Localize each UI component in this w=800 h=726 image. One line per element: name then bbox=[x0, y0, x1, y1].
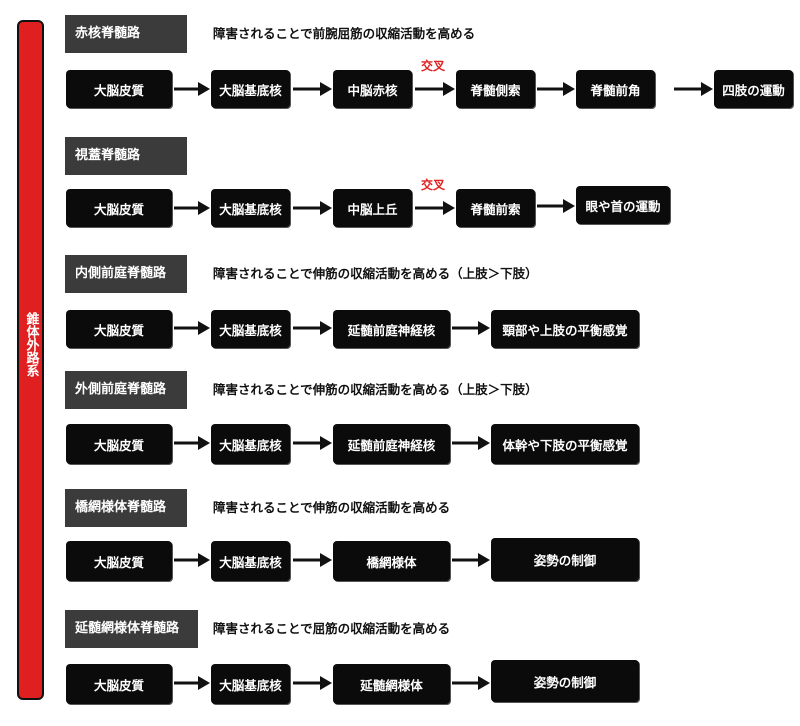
node-cerebral-cortex: 大脳皮質 bbox=[66, 541, 172, 581]
tract-description: 障害されることで伸筋の収縮活動を高める（上肢＞下肢） bbox=[213, 382, 538, 397]
node-basal-ganglia: 大脳基底核 bbox=[211, 70, 290, 108]
tract-description: 障害されることで伸筋の収縮活動を高める bbox=[213, 500, 451, 515]
arrow-icon bbox=[452, 436, 490, 450]
node-cerebral-cortex: 大脳皮質 bbox=[66, 310, 172, 348]
node-pontine-reticular-formation: 橋網様体 bbox=[333, 541, 450, 581]
node-basal-ganglia: 大脳基底核 bbox=[211, 664, 290, 704]
node-cerebral-cortex: 大脳皮質 bbox=[66, 189, 172, 227]
node-superior-colliculus: 中脳上丘 bbox=[333, 189, 412, 227]
tract-title-medullary-reticulospinal: 延髄網様体脊髄路 bbox=[65, 610, 198, 648]
extrapyramidal-system-bar: 錐体外路系 bbox=[17, 20, 44, 700]
arrow-icon bbox=[537, 82, 575, 96]
arrow-icon bbox=[415, 82, 455, 96]
node-cerebral-cortex: 大脳皮質 bbox=[66, 70, 172, 108]
node-basal-ganglia: 大脳基底核 bbox=[211, 310, 290, 348]
arrow-icon bbox=[293, 436, 332, 450]
arrow-icon bbox=[174, 201, 210, 215]
node-vestibular-nucleus: 延髄前庭神経核 bbox=[333, 424, 450, 464]
arrow-icon bbox=[537, 199, 575, 213]
crossing-label: 交叉 bbox=[421, 178, 446, 192]
arrow-icon bbox=[174, 321, 210, 335]
arrow-icon bbox=[174, 553, 210, 567]
tract-title-pontine-reticulospinal: 橋網様体脊髄路 bbox=[65, 489, 187, 527]
node-neck-upper-limb-balance: 頸部や上肢の平衡感覚 bbox=[491, 310, 639, 348]
arrow-icon bbox=[174, 82, 210, 96]
node-basal-ganglia: 大脳基底核 bbox=[211, 424, 290, 464]
arrow-icon bbox=[452, 553, 490, 567]
crossing-label: 交叉 bbox=[421, 59, 446, 73]
tract-title-rubrospinal: 赤核脊髄路 bbox=[65, 15, 187, 53]
arrow-icon bbox=[674, 82, 713, 96]
node-cerebral-cortex: 大脳皮質 bbox=[66, 664, 172, 704]
tract-description: 障害されることで伸筋の収縮活動を高める（上肢＞下肢） bbox=[213, 266, 538, 281]
sidebar-label: 錐体外路系 bbox=[23, 312, 39, 377]
arrow-icon bbox=[293, 676, 332, 690]
arrow-icon bbox=[452, 321, 490, 335]
arrow-icon bbox=[452, 676, 490, 690]
arrow-icon bbox=[293, 201, 332, 215]
tract-description: 障害されることで前腕屈筋の収縮活動を高める bbox=[213, 26, 476, 41]
node-basal-ganglia: 大脳基底核 bbox=[211, 189, 290, 227]
node-trunk-lower-limb-balance: 体幹や下肢の平衡感覚 bbox=[491, 424, 639, 464]
tract-title-lateral-vestibulospinal: 外側前庭脊髄路 bbox=[65, 371, 187, 409]
node-medullary-reticular-formation: 延髄網様体 bbox=[333, 664, 450, 704]
arrow-icon bbox=[174, 676, 210, 690]
arrow-icon bbox=[293, 553, 332, 567]
tract-description: 障害されることで屈筋の収縮活動を高める bbox=[213, 621, 451, 636]
tract-title-medial-vestibulospinal: 内側前庭脊髄路 bbox=[65, 255, 187, 293]
arrow-icon bbox=[174, 436, 210, 450]
node-anterior-funiculus: 脊髄前索 bbox=[456, 189, 535, 227]
node-posture-control: 姿勢の制御 bbox=[491, 660, 639, 702]
node-lateral-funiculus: 脊髄側索 bbox=[456, 70, 535, 108]
node-posture-control: 姿勢の制御 bbox=[491, 538, 639, 581]
node-cerebral-cortex: 大脳皮質 bbox=[66, 424, 172, 464]
node-eye-neck-movement: 眼や首の運動 bbox=[576, 186, 670, 224]
node-red-nucleus: 中脳赤核 bbox=[333, 70, 412, 108]
node-anterior-horn: 脊髄前角 bbox=[576, 70, 655, 108]
node-basal-ganglia: 大脳基底核 bbox=[211, 541, 290, 581]
arrow-icon bbox=[293, 321, 332, 335]
tract-title-tectospinal: 視蓋脊髄路 bbox=[65, 137, 187, 175]
arrow-icon bbox=[293, 82, 332, 96]
node-limb-movement: 四肢の運動 bbox=[714, 70, 793, 108]
arrow-icon bbox=[415, 201, 455, 215]
node-vestibular-nucleus: 延髄前庭神経核 bbox=[333, 310, 450, 348]
